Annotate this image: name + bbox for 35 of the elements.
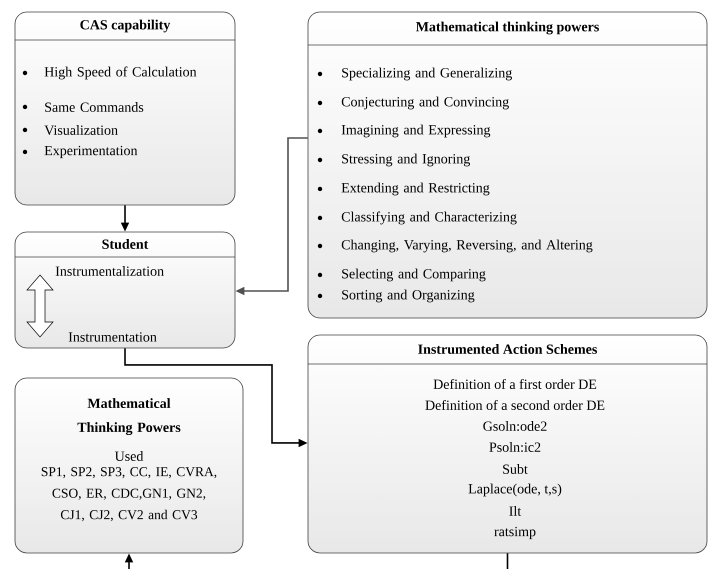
list-item: Specializing and Generalizing	[342, 68, 512, 80]
process-label: Instrumentalization	[56, 266, 164, 276]
list-item: Changing, Varying, Reversing, and Altering	[342, 240, 592, 252]
list-item: Experimentation	[44, 146, 138, 158]
list-item: High Speed of Calculation	[44, 66, 196, 80]
list-item: ratsimp	[494, 526, 536, 540]
box-subheading: Used	[114, 451, 144, 461]
list-item: Definition of a first order DE	[434, 378, 596, 389]
list-item: Visualization	[44, 125, 118, 135]
rounded-box	[308, 334, 708, 554]
rounded-box	[308, 12, 708, 318]
list-item: Imagining and Expressing	[342, 124, 490, 138]
list-item: Psoln:ic2	[489, 442, 540, 452]
list-item: Conjecturing and Convincing	[342, 96, 509, 110]
list-item: Selecting and Comparing	[342, 268, 486, 282]
box-heading: Mathematical thinking powers	[416, 22, 599, 34]
box-heading: Mathematical Thinking Powers	[78, 398, 180, 435]
list-item: Stressing and Ignoring	[342, 154, 470, 166]
box-heading: Student	[102, 239, 148, 249]
list-item: Laplace(ode, t,s)	[468, 484, 562, 496]
list-item: Subt	[503, 464, 528, 474]
list-item: Same Commands	[45, 102, 144, 112]
list-item: Sorting and Organizing	[342, 290, 474, 302]
list-item: Definition of a second order DE	[425, 400, 604, 410]
box-text: SP1, SP2, SP3, CC, IE, CVRA, CSO, ER, CDC,GN1, GN2, CJ1, CJ2, CV2 and CV3	[42, 467, 216, 522]
rounded-box	[14, 232, 236, 348]
box-heading: Instrumented Action Schemes	[418, 344, 597, 354]
process-label: Instrumentation	[68, 332, 157, 342]
list-item: Ilt	[509, 506, 522, 516]
box-heading: CAS capability	[80, 20, 170, 32]
list-item: Extending and Restricting	[342, 182, 490, 196]
rounded-box	[14, 378, 244, 554]
list-item: Gsoln:ode2	[483, 421, 546, 431]
list-item: Classifying and Characterizing	[342, 212, 517, 224]
rounded-box	[14, 12, 236, 206]
